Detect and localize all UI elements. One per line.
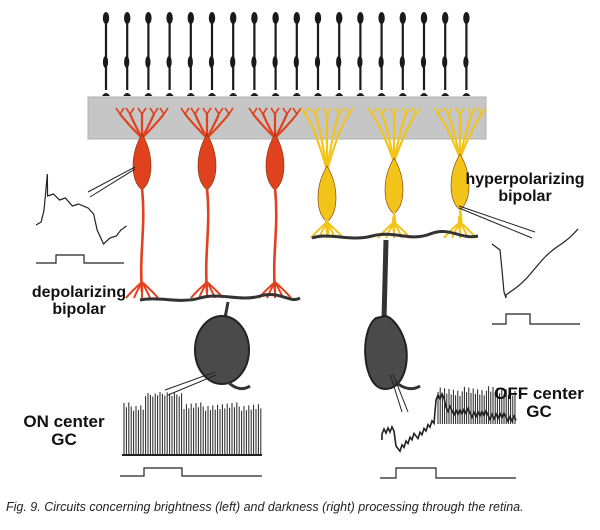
photoreceptor xyxy=(377,12,386,96)
off-center-label-line2: GC xyxy=(526,401,552,421)
off-center-spike-train xyxy=(381,386,517,453)
on-center-gc-label: ON center GC xyxy=(14,413,114,449)
photoreceptor xyxy=(144,12,153,96)
on-center-spike-train xyxy=(122,392,262,456)
depolarizing-label-line1: depolarizing xyxy=(31,284,127,301)
photoreceptor xyxy=(441,12,450,96)
photoreceptor xyxy=(356,12,365,96)
photoreceptor xyxy=(398,12,407,96)
photoreceptor xyxy=(335,12,344,96)
hyperpolarizing-bipolar-cell xyxy=(367,107,421,239)
photoreceptor xyxy=(165,12,174,96)
depolarizing-bipolar-cells xyxy=(115,107,302,299)
hyperpolarizing-bipolar-label: hyperpolarizing bipolar xyxy=(452,171,598,206)
retina-circuit-diagram xyxy=(35,12,580,479)
outer-plexiform-band xyxy=(87,96,487,140)
off-center-gc-label: OFF center GC xyxy=(478,385,600,421)
photoreceptor xyxy=(123,12,132,96)
off-center-ganglion-cell xyxy=(364,239,421,391)
off-inner-plexiform-mesh xyxy=(311,230,479,240)
photoreceptor xyxy=(186,12,195,96)
photoreceptor xyxy=(420,12,428,96)
hyperpolarizing-label-line2: bipolar xyxy=(498,187,552,205)
on-center-ganglion-cell xyxy=(194,301,251,391)
photoreceptor xyxy=(102,12,110,96)
photoreceptor xyxy=(314,12,322,96)
depolarizing-bipolar-label: depolarizing bipolar xyxy=(14,284,144,319)
on-center-label-line1: ON center xyxy=(23,412,105,431)
hyperpolarizing-bipolar-trace xyxy=(491,228,579,299)
photoreceptor xyxy=(292,12,301,96)
figure-caption: Fig. 9. Circuits concerning brightness (… xyxy=(6,500,524,514)
on-center-label-line2: GC xyxy=(51,429,77,449)
depolarizing-bipolar-cell xyxy=(180,107,234,299)
photoreceptor xyxy=(462,12,471,96)
depolarizing-bipolar-trace xyxy=(35,173,127,246)
photoreceptor xyxy=(229,12,238,96)
depolarizing-bipolar-cell xyxy=(115,107,169,299)
photoreceptor xyxy=(208,12,216,96)
photoreceptor xyxy=(271,12,280,96)
on-inner-plexiform-mesh xyxy=(139,293,301,302)
off-center-stimulus-step xyxy=(380,467,516,479)
depolarizing-stimulus-step xyxy=(36,254,124,264)
on-center-stimulus-step xyxy=(120,467,262,477)
photoreceptor-row xyxy=(102,12,471,96)
hyperpolarizing-stimulus-step xyxy=(492,313,580,325)
depolarizing-label-line2: bipolar xyxy=(52,300,106,318)
photoreceptor xyxy=(250,12,259,96)
hyperpolarizing-label-line1: hyperpolarizing xyxy=(465,171,585,188)
off-center-label-line1: OFF center xyxy=(494,384,584,403)
recording-electrodes xyxy=(87,166,536,413)
